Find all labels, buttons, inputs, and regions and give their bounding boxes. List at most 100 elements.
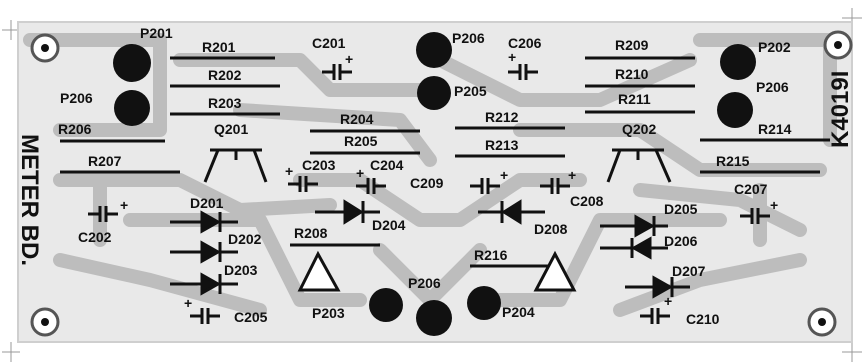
capacitor-c205 bbox=[190, 308, 220, 324]
diode-d207 bbox=[625, 275, 690, 299]
pad-p203 bbox=[369, 288, 403, 322]
pad-p206-right bbox=[717, 92, 753, 128]
label-r204: R204 bbox=[340, 111, 374, 127]
pad-p201 bbox=[113, 44, 151, 82]
svg-text:+: + bbox=[568, 167, 576, 183]
label-r212: R212 bbox=[485, 109, 519, 125]
label-r213: R213 bbox=[485, 137, 519, 153]
label-p206-bottom: P206 bbox=[408, 275, 441, 291]
svg-text:+: + bbox=[345, 51, 353, 67]
svg-text:+: + bbox=[508, 49, 516, 65]
label-d206: D206 bbox=[664, 233, 698, 249]
transistor-q201 bbox=[203, 148, 268, 183]
diode-d201 bbox=[170, 210, 238, 234]
label-r207: R207 bbox=[88, 153, 122, 169]
crop-marks bbox=[2, 8, 862, 362]
label-p206-left: P206 bbox=[60, 90, 93, 106]
svg-text:+: + bbox=[500, 167, 508, 183]
label-p204: P204 bbox=[502, 304, 535, 320]
label-r215: R215 bbox=[716, 153, 750, 169]
pad-p206-left bbox=[114, 90, 150, 126]
label-r203: R203 bbox=[208, 95, 242, 111]
label-p205: P205 bbox=[454, 83, 487, 99]
label-c209: C209 bbox=[410, 175, 444, 191]
capacitor-c207 bbox=[740, 208, 770, 224]
label-r211: R211 bbox=[618, 91, 651, 107]
label-c206: C206 bbox=[508, 35, 542, 51]
capacitor-c210 bbox=[640, 308, 670, 324]
pad-p206-bottom bbox=[416, 300, 452, 336]
triangle-right bbox=[533, 250, 577, 292]
diode-d208 bbox=[478, 199, 545, 225]
label-c201: C201 bbox=[312, 35, 346, 51]
label-d207: D207 bbox=[672, 263, 706, 279]
label-d204: D204 bbox=[372, 217, 406, 233]
capacitor-c206 bbox=[508, 64, 538, 80]
label-d201: D201 bbox=[190, 195, 224, 211]
transistor-q202 bbox=[606, 148, 672, 183]
board-outline bbox=[17, 21, 853, 343]
label-r209: R209 bbox=[615, 37, 649, 53]
pad-p204 bbox=[467, 286, 501, 320]
svg-text:+: + bbox=[664, 293, 672, 309]
label-p201: P201 bbox=[140, 25, 173, 41]
pad-p205 bbox=[417, 76, 451, 110]
label-q202: Q202 bbox=[622, 121, 656, 137]
label-d202: D202 bbox=[228, 231, 262, 247]
capacitor-c204 bbox=[356, 178, 386, 194]
label-c204: C204 bbox=[370, 157, 404, 173]
diodes bbox=[170, 199, 690, 299]
component-labels: P201 P206 P206 P205 P202 P206 P203 P206 … bbox=[58, 25, 792, 327]
mounting-holes bbox=[30, 30, 853, 337]
label-d203: D203 bbox=[224, 262, 258, 278]
pad-p202 bbox=[720, 44, 756, 80]
label-d205: D205 bbox=[664, 201, 698, 217]
part-number: K4019I bbox=[827, 71, 854, 148]
svg-text:+: + bbox=[356, 165, 364, 181]
label-r208: R208 bbox=[294, 225, 328, 241]
diode-d206 bbox=[600, 236, 668, 260]
diode-d204 bbox=[315, 199, 380, 225]
label-r201: R201 bbox=[202, 39, 236, 55]
capacitor-c201 bbox=[322, 64, 352, 80]
label-c205: C205 bbox=[234, 309, 268, 325]
diode-d202 bbox=[170, 240, 238, 264]
transistors bbox=[203, 148, 672, 183]
capacitor-c208 bbox=[540, 178, 570, 194]
diode-d205 bbox=[600, 214, 668, 238]
label-c203: C203 bbox=[302, 157, 336, 173]
diode-d203 bbox=[170, 272, 238, 296]
label-r216: R216 bbox=[474, 247, 508, 263]
capacitor-c202 bbox=[88, 206, 118, 222]
svg-text:+: + bbox=[770, 197, 778, 213]
label-r205: R205 bbox=[344, 133, 378, 149]
label-p202: P202 bbox=[758, 39, 791, 55]
label-c202: C202 bbox=[78, 229, 112, 245]
label-c207: C207 bbox=[734, 181, 768, 197]
resistors bbox=[60, 56, 830, 268]
label-r210: R210 bbox=[615, 66, 649, 82]
triangle-left bbox=[297, 250, 341, 292]
capacitors bbox=[88, 64, 770, 324]
label-c208: C208 bbox=[570, 193, 604, 209]
pad-p206-top bbox=[416, 32, 452, 68]
label-p206-right: P206 bbox=[756, 79, 789, 95]
copper-traces bbox=[23, 33, 837, 317]
label-d208: D208 bbox=[534, 221, 568, 237]
label-r202: R202 bbox=[208, 67, 242, 83]
capacitor-c209 bbox=[470, 178, 500, 194]
capacitor-c203 bbox=[288, 176, 318, 192]
board-title: METER BD. bbox=[16, 134, 43, 266]
label-p206-top: P206 bbox=[452, 30, 485, 46]
label-c210: C210 bbox=[686, 311, 720, 327]
label-p203: P203 bbox=[312, 305, 345, 321]
pads bbox=[113, 32, 756, 336]
label-r214: R214 bbox=[758, 121, 792, 137]
svg-text:+: + bbox=[184, 295, 192, 311]
meter-triangles bbox=[297, 250, 577, 292]
polarity-marks: + + + + + + + + + + bbox=[120, 49, 778, 311]
svg-text:+: + bbox=[285, 163, 293, 179]
label-r206: R206 bbox=[58, 121, 92, 137]
svg-text:+: + bbox=[120, 197, 128, 213]
